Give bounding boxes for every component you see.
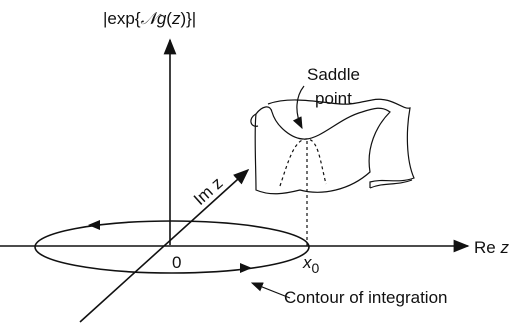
imaginary-axis-label: Im z xyxy=(190,173,227,209)
real-axis-label: Re z xyxy=(474,238,509,257)
saddle-surface-curl xyxy=(250,113,259,127)
saddle-label-line1: Saddle xyxy=(307,65,360,84)
integration-contour xyxy=(34,220,310,274)
contour-arrow-lower xyxy=(240,263,252,273)
saddle-surface-back-lower xyxy=(369,179,413,189)
vertical-axis-label: |exp{𝒩g(z)}| xyxy=(103,9,196,28)
contour-label: Contour of integration xyxy=(284,288,448,307)
steepest-descent-path xyxy=(279,138,327,187)
x0-label: x0 xyxy=(302,253,320,276)
saddle-surface-back xyxy=(267,98,415,188)
contour-pointer xyxy=(250,282,291,299)
contour-arrow-upper xyxy=(88,220,100,230)
origin-label: 0 xyxy=(172,253,181,272)
saddle-label-line2: point xyxy=(315,89,352,108)
imaginary-axis xyxy=(79,168,250,323)
saddle-surface-front xyxy=(254,106,391,195)
saddle-pointer xyxy=(292,85,305,130)
